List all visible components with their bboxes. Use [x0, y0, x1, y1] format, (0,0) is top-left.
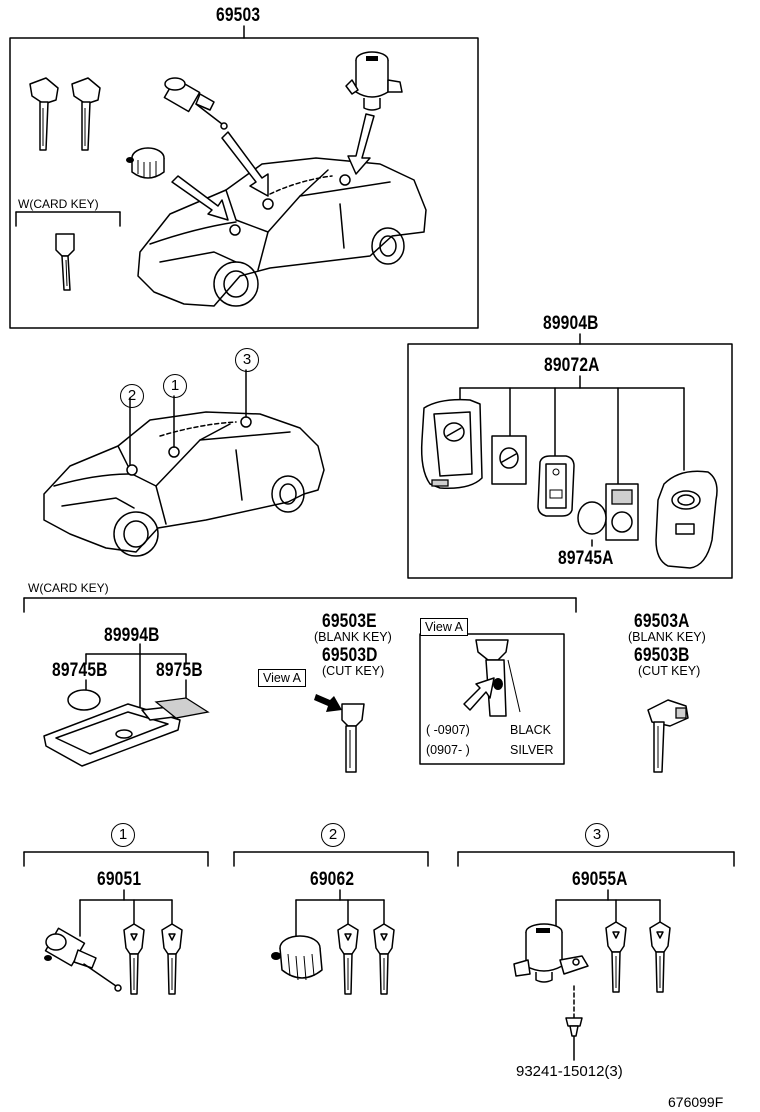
card-key-mechanical-top — [55, 233, 75, 291]
view-a-tag-box: View A — [420, 618, 468, 636]
car-illustration-mid — [43, 369, 325, 557]
card-key-note-top: W(CARD KEY) — [18, 197, 99, 211]
part-number-89994B: 89994B — [104, 625, 160, 646]
view-a-key-detail — [463, 639, 521, 717]
mechanical-key-69503B — [647, 699, 689, 773]
pointer-arrows-top — [171, 113, 375, 221]
leader-tree-89994B — [85, 643, 187, 711]
master-key-2 — [161, 923, 183, 995]
car-illustration-top — [137, 157, 427, 307]
part-number-69503A: 69503A — [634, 611, 690, 632]
callout-3-mid: 3 — [235, 348, 259, 372]
part-number-69051: 69051 — [97, 869, 142, 890]
door-lock-cylinder-top — [163, 77, 228, 130]
bracket-set-1 — [23, 851, 209, 937]
key-top-2 — [71, 77, 101, 151]
master-key-5 — [605, 921, 627, 993]
note-69503E: (BLANK KEY) — [314, 630, 392, 644]
part-number-89745A: 89745A — [558, 548, 614, 569]
battery-holder — [605, 483, 639, 541]
key-top-1 — [29, 77, 59, 151]
smart-key-circuit-board — [537, 455, 575, 517]
part-number-89904B: 89904B — [543, 313, 599, 334]
callout-2-bottom: 2 — [321, 823, 345, 847]
master-key-3 — [337, 923, 359, 995]
callout-2-mid: 2 — [120, 384, 144, 408]
part-number-69503: 69503 — [216, 5, 261, 26]
part-number-8975B: 8975B — [156, 660, 203, 681]
callout-1-bottom: 1 — [111, 823, 135, 847]
coin-battery-89745B — [67, 689, 101, 711]
note-69503D: (CUT KEY) — [322, 664, 385, 678]
callout-3-bottom: 3 — [585, 823, 609, 847]
mechanical-key-69503D — [314, 694, 365, 773]
coin-battery-89745A — [577, 501, 607, 535]
view-a-row2-range: (0907- ) — [426, 743, 470, 757]
master-key-1 — [123, 923, 145, 995]
card-key-bracket-top — [15, 211, 121, 227]
part-number-69503B: 69503B — [634, 645, 690, 666]
smart-key-front — [655, 470, 718, 569]
callout-1-mid: 1 — [163, 374, 187, 398]
card-key-bracket-mid — [23, 597, 577, 613]
screw-93241 — [565, 1017, 583, 1037]
bracket-set-3 — [457, 851, 735, 1061]
key-card-insert — [491, 435, 527, 485]
ignition-cylinder-69055A — [513, 923, 589, 983]
part-number-93241: 93241-15012(3) — [516, 1063, 623, 1080]
drawing-code: 676099F — [668, 1094, 724, 1110]
note-69503B: (CUT KEY) — [638, 664, 701, 678]
ignition-cylinder-top — [345, 51, 403, 111]
card-key-note-mid: W(CARD KEY) — [28, 581, 109, 595]
leader-tree-89072A — [459, 375, 685, 547]
part-number-89745B: 89745B — [52, 660, 108, 681]
trunk-cylinder-top — [126, 147, 165, 179]
card-key-label-8975B — [154, 697, 210, 719]
part-number-69062: 69062 — [310, 869, 355, 890]
view-a-row1-range: ( -0907) — [426, 723, 470, 737]
note-69503A: (BLANK KEY) — [628, 630, 706, 644]
smart-key-case-back — [420, 398, 483, 490]
master-key-4 — [373, 923, 395, 995]
master-key-6 — [649, 921, 671, 993]
part-number-69503D: 69503D — [322, 645, 378, 666]
bracket-set-2 — [233, 851, 429, 941]
view-a-row1-color: BLACK — [510, 723, 551, 737]
trunk-cylinder-69062 — [271, 935, 323, 981]
view-a-tag-left: View A — [258, 669, 306, 687]
part-number-69055A: 69055A — [572, 869, 628, 890]
frame-89904B — [407, 343, 733, 579]
part-number-69503E: 69503E — [322, 611, 377, 632]
door-lock-cylinder-69051 — [44, 927, 122, 992]
part-number-89072A: 89072A — [544, 355, 600, 376]
view-a-row2-color: SILVER — [510, 743, 554, 757]
view-a-box — [419, 633, 565, 765]
